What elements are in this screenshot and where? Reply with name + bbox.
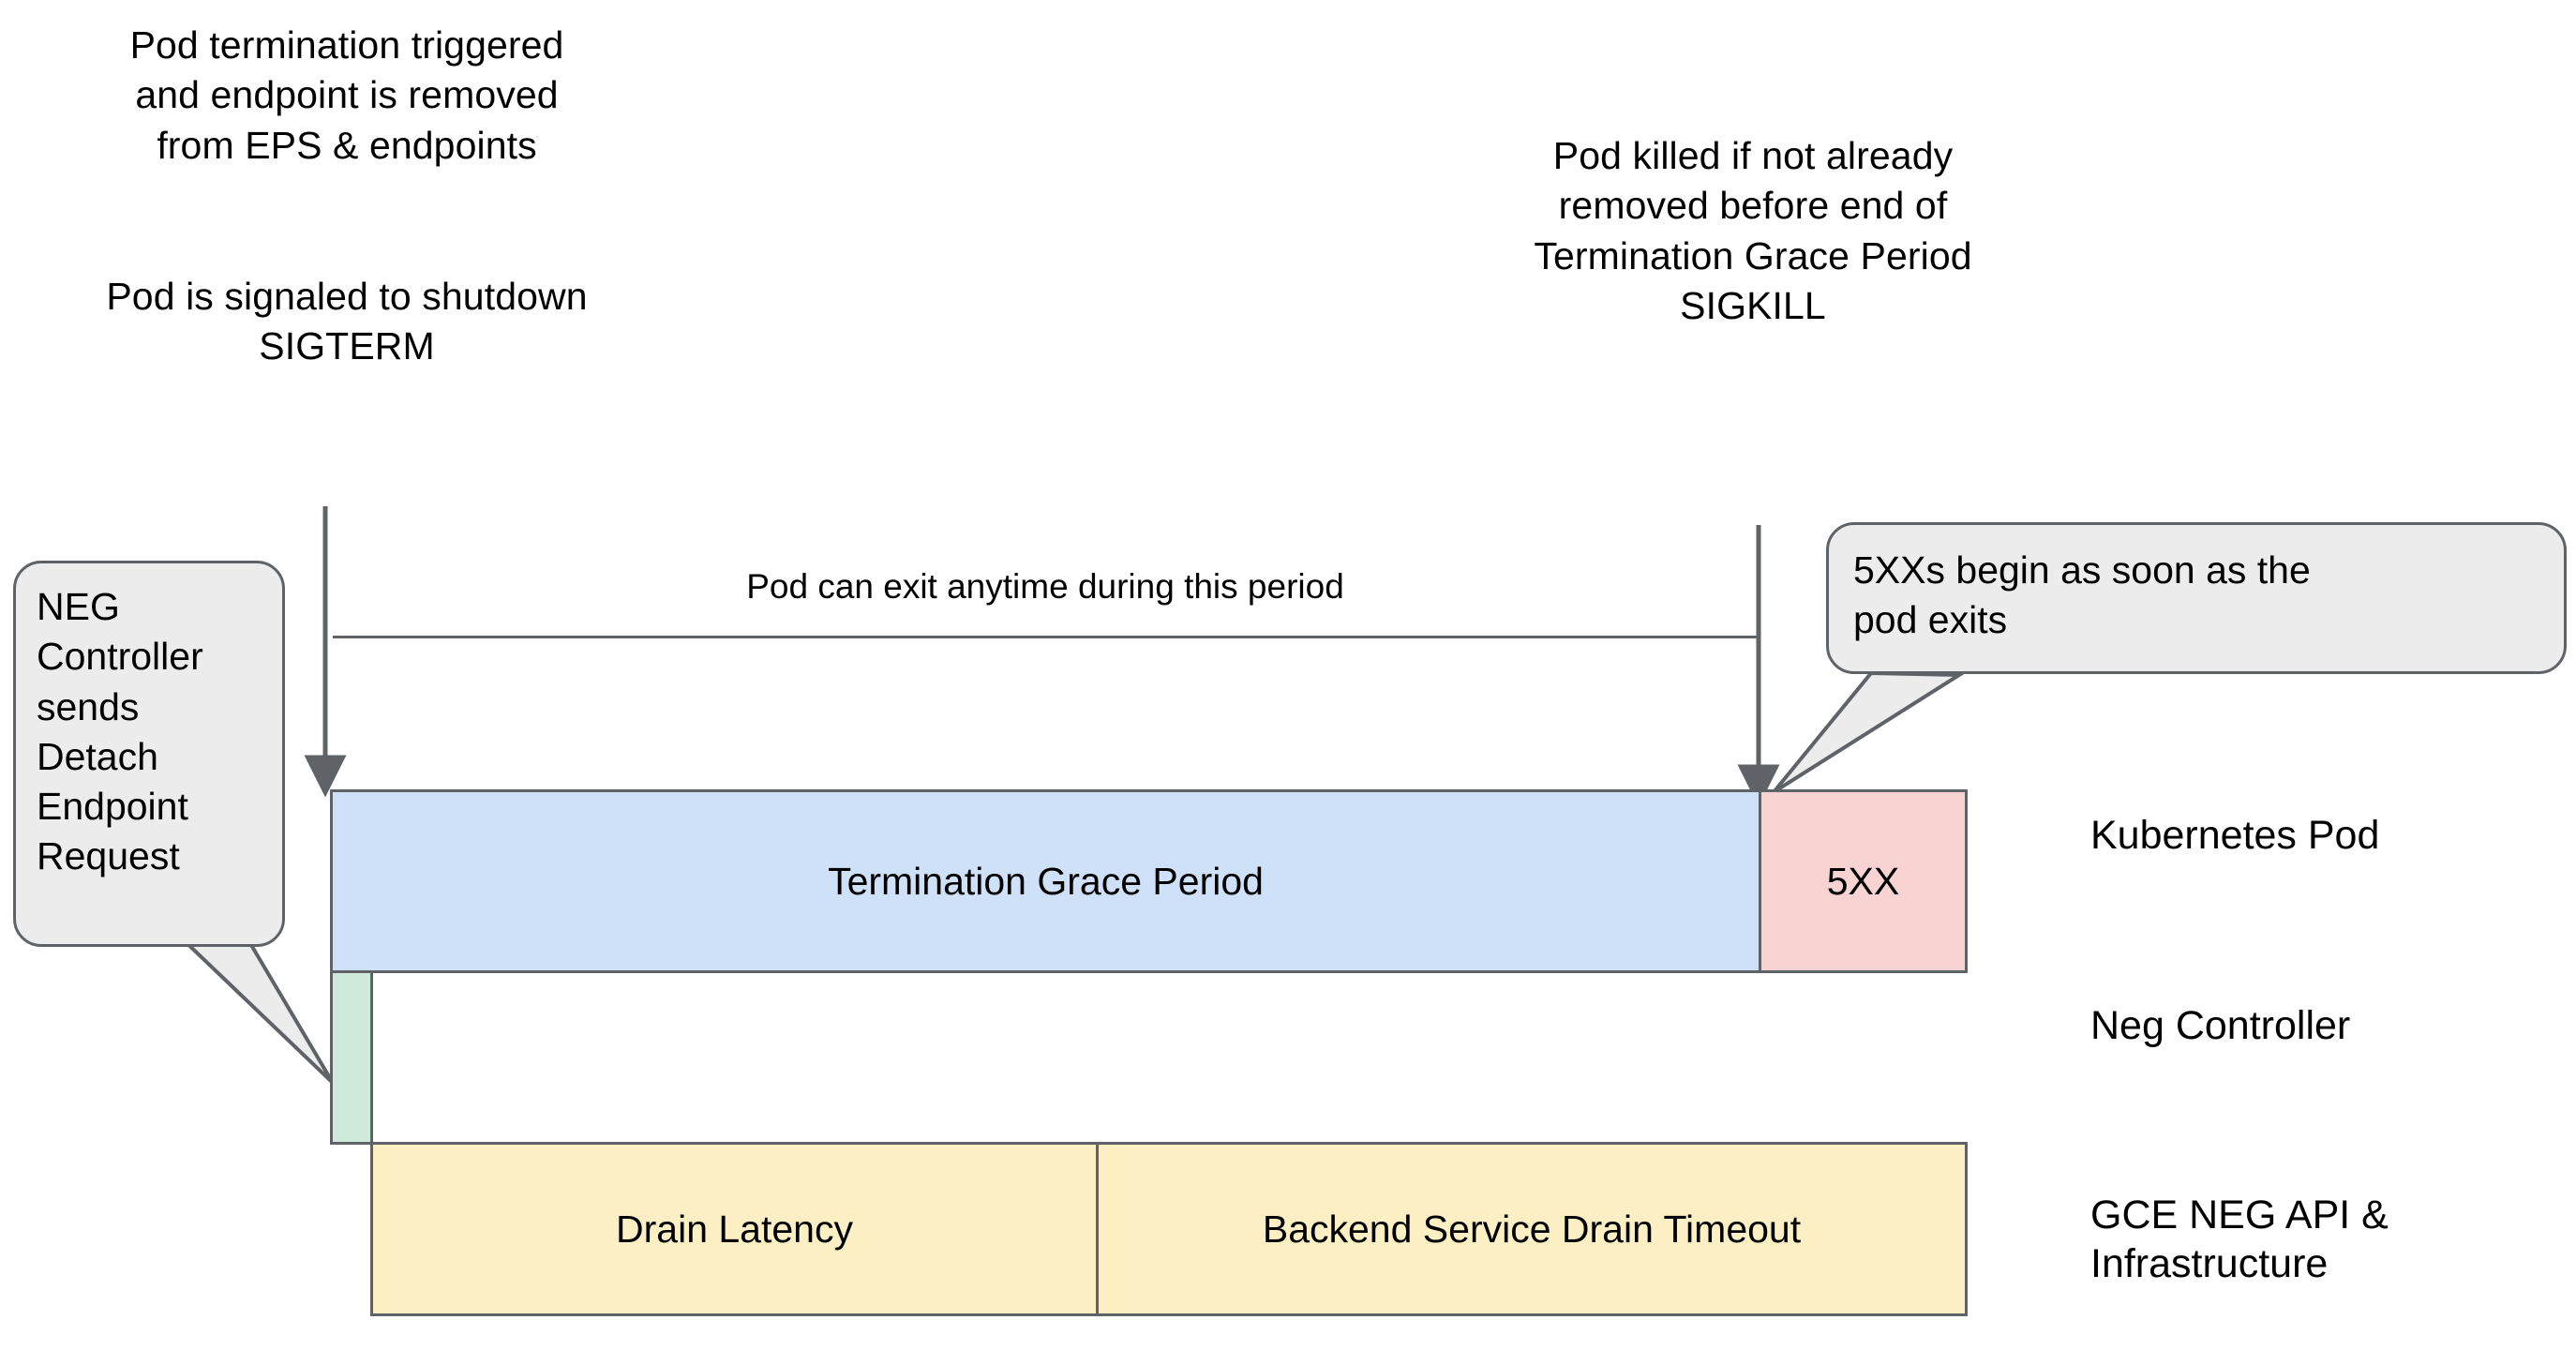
- row-label-kubernetes-pod: Kubernetes Pod: [2090, 813, 2380, 858]
- bar-five-xx: 5XX: [1759, 789, 1968, 973]
- five-xx-callout-tail: [1772, 670, 1966, 794]
- bar-backend-service-drain-timeout: Backend Service Drain Timeout: [1096, 1142, 1968, 1316]
- bar-termination-grace-period: Termination Grace Period: [330, 789, 1761, 973]
- bar-label-backend-service-drain-timeout: Backend Service Drain Timeout: [1262, 1207, 1802, 1251]
- neg-detach-callout: NEG Controller sends Detach Endpoint Req…: [13, 561, 285, 947]
- row-label-gce-neg-api-infrastructure: GCE NEG API & Infrastructure: [2090, 1192, 2389, 1287]
- bar-label-termination-grace-period: Termination Grace Period: [828, 859, 1264, 903]
- annotation-pod-killed-sigkill: Pod killed if not already removed before…: [1534, 134, 1972, 327]
- span-line: [333, 636, 1759, 638]
- bar-label-five-xx: 5XX: [1826, 859, 1900, 903]
- annotation-pod-termination-triggered: Pod termination triggered and endpoint i…: [129, 23, 564, 167]
- bar-label-drain-latency: Drain Latency: [616, 1207, 853, 1251]
- bar-neg-detach-endpoint: [330, 970, 373, 1145]
- five-xx-callout: 5XXs begin as soon as the pod exits: [1826, 522, 2567, 674]
- row-label-neg-controller: Neg Controller: [2090, 1003, 2351, 1048]
- span-caption-pod-can-exit: Pod can exit anytime during this period: [746, 567, 1344, 606]
- bar-drain-latency: Drain Latency: [370, 1142, 1099, 1316]
- annotation-pod-signaled-shutdown: Pod is signaled to shutdown SIGTERM: [106, 275, 588, 368]
- neg-callout-tail: [175, 935, 335, 1085]
